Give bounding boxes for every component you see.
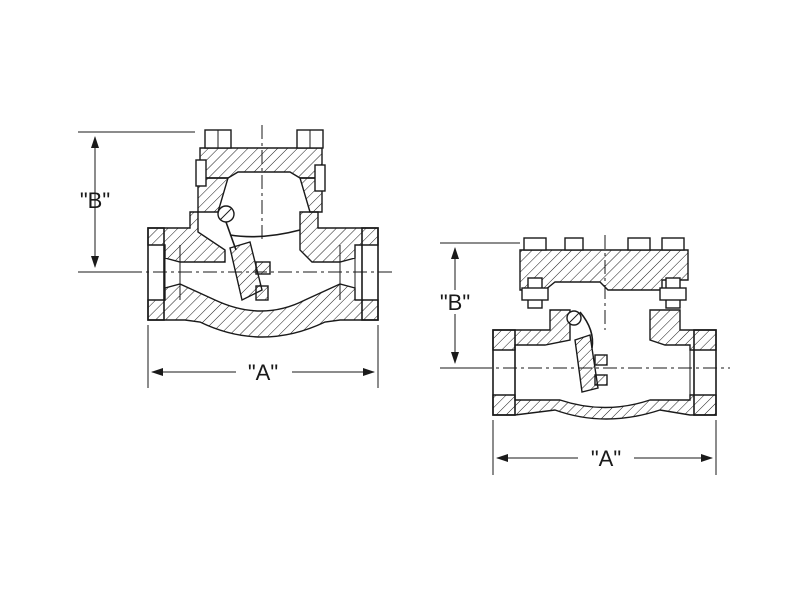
right-bolt-head-1	[523, 237, 547, 251]
right-bolt-head-2	[564, 237, 584, 251]
right-body-right-top-wall	[649, 309, 717, 351]
right-body-bottom-wall	[492, 394, 717, 420]
right-disc	[574, 334, 599, 393]
right-valve-section: "B" "A"	[432, 235, 730, 475]
left-valve-section: "B" "A"	[78, 125, 392, 388]
right-bolt-head-3	[627, 237, 651, 251]
left-dim-a-label: "A"	[248, 360, 278, 385]
left-body-right-top-wall	[299, 211, 379, 263]
right-dim-a-label: "A"	[591, 446, 621, 471]
left-dim-b-label: "B"	[80, 188, 110, 213]
right-cover-plate	[519, 249, 689, 291]
left-bonnet	[199, 147, 323, 179]
left-body-top-wall	[147, 211, 226, 263]
right-bolt-head-4	[661, 237, 685, 251]
right-body-top-wall	[492, 309, 571, 351]
right-dim-b-label: "B"	[440, 290, 470, 315]
